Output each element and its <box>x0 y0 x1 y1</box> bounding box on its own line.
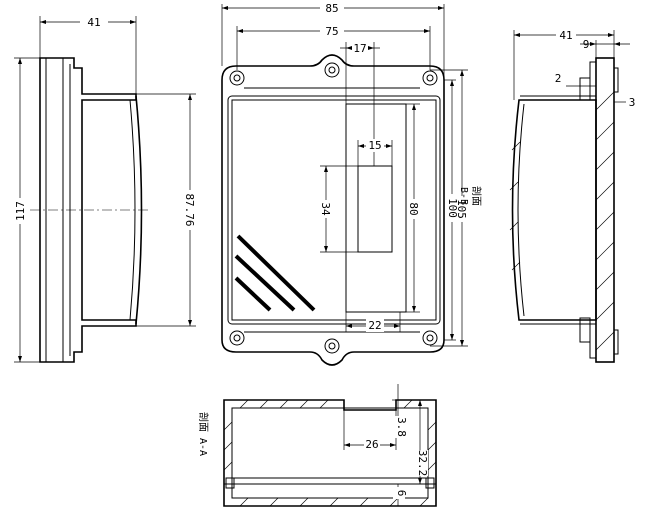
front-offset-label: 17 <box>353 42 366 55</box>
section-bb-view: 41 9 2 3 <box>509 28 636 363</box>
section-lip-3-label: 3 <box>629 96 636 109</box>
bottom-width-label: 26 <box>365 438 378 451</box>
section-aa-caption: 剖面 A-A <box>197 412 210 456</box>
section-aa-view: 26 3.8 32.2 6 剖面 A-A <box>197 384 437 507</box>
bottom-h322-label: 32.2 <box>416 450 429 477</box>
bottom-h6-label: 6 <box>395 490 408 497</box>
section-bb-caption-1: 剖面 <box>470 186 483 206</box>
front-hole-spacing-v-label: 105 <box>455 199 468 219</box>
front-bottom-width-label: 22 <box>368 319 381 332</box>
section-step-label: 9 <box>583 38 590 51</box>
side-inner-height-label: 87.76 <box>183 193 196 226</box>
section-width-label: 41 <box>559 29 572 42</box>
front-hole-spacing-label: 75 <box>325 25 338 38</box>
bottom-h38-label: 3.8 <box>395 417 408 437</box>
section-lip-2-label: 2 <box>555 72 562 85</box>
side-height-label: 117 <box>14 201 27 221</box>
front-view: 85 75 17 15 34 <box>221 1 483 366</box>
front-window-width-label: 15 <box>368 139 381 152</box>
front-width-label: 85 <box>325 2 338 15</box>
side-view: 41 117 87.76 <box>12 15 198 363</box>
front-window-height-label: 34 <box>319 202 332 216</box>
front-height-label: 100 <box>446 198 459 218</box>
front-inner-height-label: 80 <box>407 202 420 215</box>
side-width-label: 41 <box>87 16 100 29</box>
section-bb-caption-2: B-B <box>458 187 469 205</box>
